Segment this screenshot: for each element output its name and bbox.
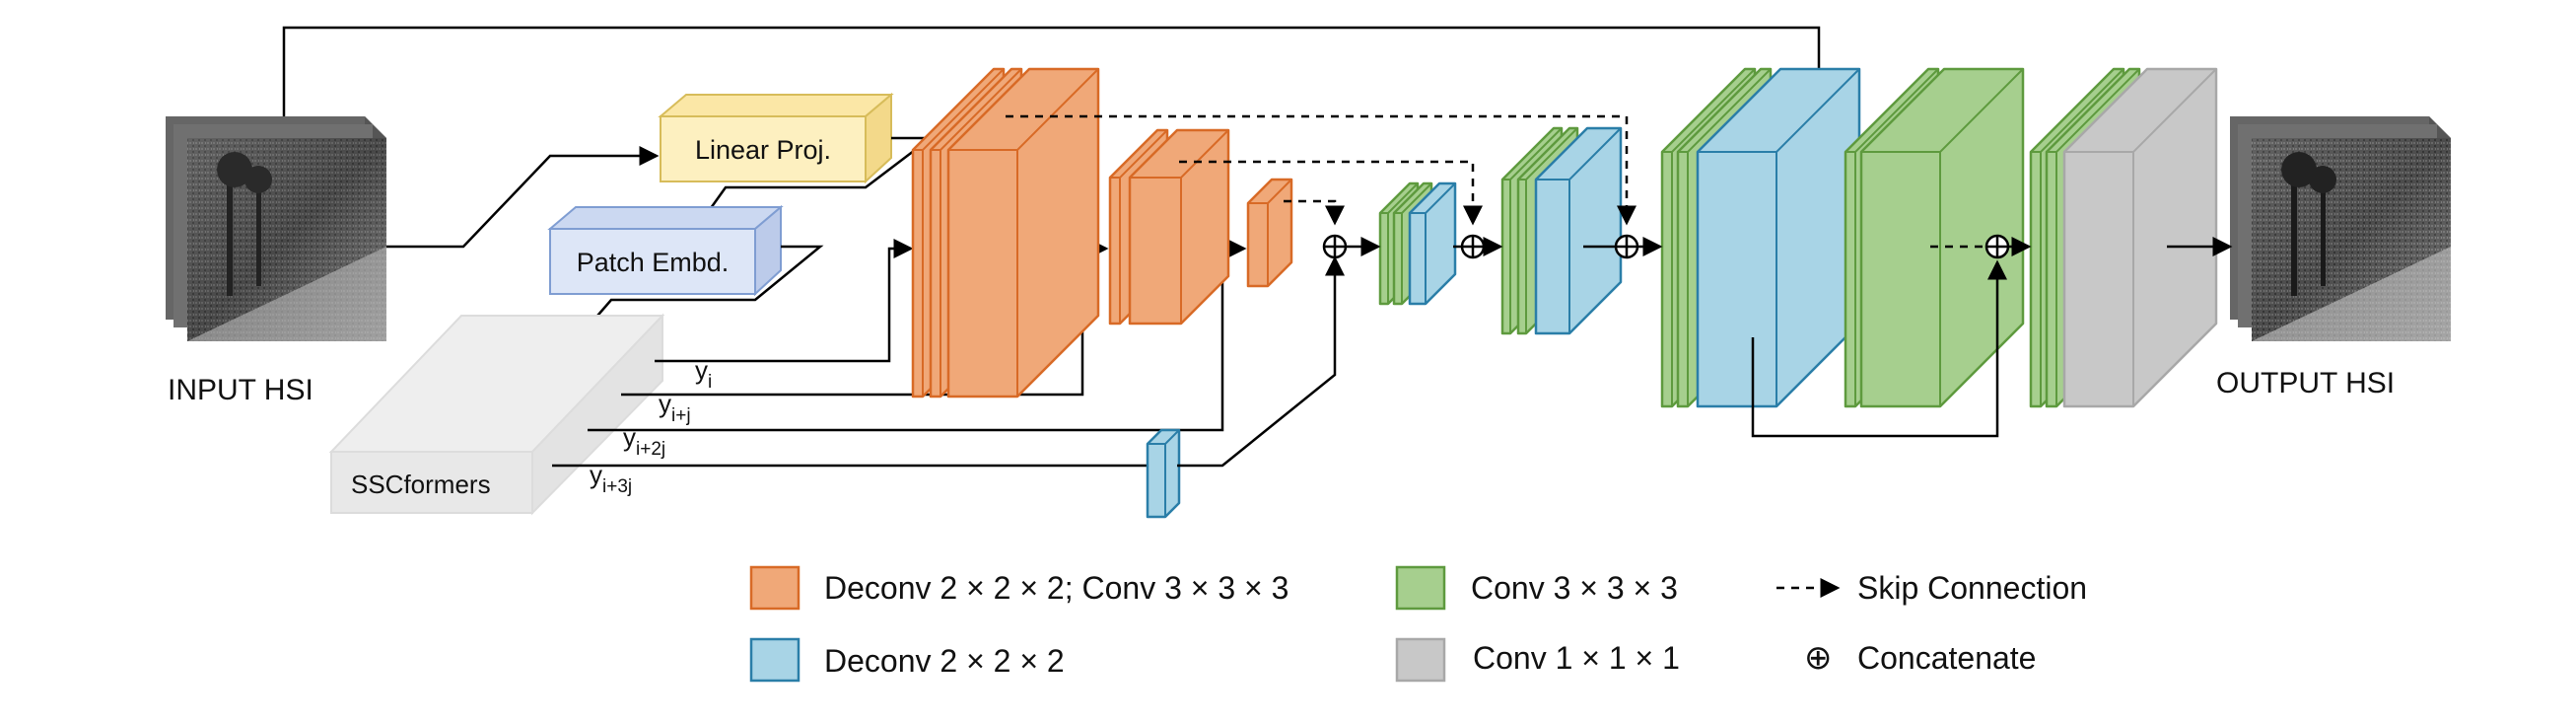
feature-label-2: yi+2j	[623, 422, 665, 460]
input-hsi-cube	[166, 116, 386, 341]
legend-swatch-deconv-conv	[749, 565, 801, 611]
legend-deconv-conv-label: Deconv 2 × 2 × 2; Conv 3 × 3 × 3	[824, 570, 1288, 606]
input-hsi-label: INPUT HSI	[168, 374, 313, 406]
blue-block-5	[1534, 126, 1623, 335]
feature-label-3: yi+3j	[590, 460, 632, 497]
sscformers-block	[328, 313, 665, 516]
orange-block-2b	[1128, 128, 1230, 326]
concat-node-1	[1322, 234, 1348, 259]
legend-swatch-conv3	[1395, 565, 1446, 611]
residual-line-bottom	[1751, 259, 2007, 438]
skip-connection-1	[1006, 114, 1636, 226]
blue-block-4	[1408, 181, 1457, 306]
legend-concat-label: Concatenate	[1857, 640, 2036, 676]
patch-to-sscformers-line	[585, 245, 824, 330]
orange-block-3	[1246, 178, 1293, 288]
sscformers-label: SSCformers	[351, 470, 491, 499]
green-block-7b	[1859, 67, 2025, 408]
feature-label-1: yi+j	[659, 389, 691, 426]
output-hsi-label: OUTPUT HSI	[2216, 367, 2395, 399]
patch-embd-label: Patch Embd.	[577, 248, 730, 277]
gray-block-8	[2062, 67, 2218, 408]
legend-concat-icon: ⊕	[1804, 639, 1833, 677]
output-hsi-cube	[2230, 116, 2451, 341]
legend-swatch-deconv	[749, 637, 801, 683]
skip-connection-3	[1284, 199, 1345, 226]
blue-deconv-small	[1146, 428, 1181, 519]
legend-skip-label: Skip Connection	[1857, 570, 2087, 606]
linear-proj-label: Linear Proj.	[695, 135, 831, 165]
legend-conv3-label: Conv 3 × 3 × 3	[1471, 570, 1678, 606]
yi3j-to-concat-line	[1177, 255, 1345, 468]
concat-node-3	[1614, 234, 1639, 259]
decoder-blocks	[911, 67, 2218, 519]
concat-node-4	[1984, 234, 2010, 259]
linear-proj-block	[658, 92, 894, 184]
orange-block-1c	[946, 67, 1100, 398]
legend-swatch-conv1	[1395, 637, 1446, 683]
concat-node-2	[1460, 234, 1486, 259]
yi-line	[655, 239, 914, 363]
patch-embd-block	[547, 204, 784, 297]
legend: Deconv 2 × 2 × 2; Conv 3 × 3 × 3 Deconv …	[749, 565, 2087, 683]
legend-deconv-label: Deconv 2 × 2 × 2	[824, 643, 1065, 679]
input-to-linear-arrow	[386, 146, 660, 249]
feature-label-0: yi	[695, 355, 712, 393]
yi2j-line	[588, 239, 1247, 432]
linear-to-patch-line	[694, 136, 935, 230]
legend-conv1-label: Conv 1 × 1 × 1	[1473, 640, 1680, 676]
